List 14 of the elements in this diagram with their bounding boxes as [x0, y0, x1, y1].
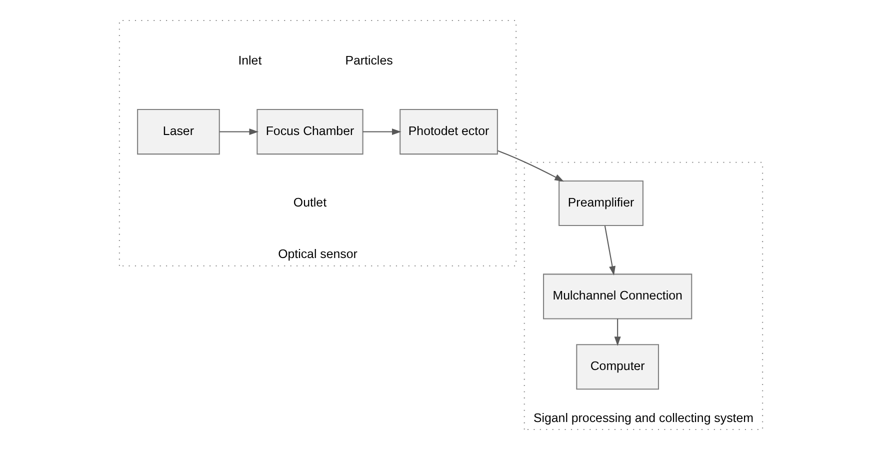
arrow	[614, 318, 621, 346]
node-box: Mulchannel Connection	[543, 274, 692, 320]
label: Particles	[345, 54, 393, 68]
arrow	[220, 128, 259, 136]
node-box: Focus Chamber	[256, 109, 364, 155]
node-box: Photodet ector	[400, 109, 498, 155]
label: Inlet	[238, 54, 262, 68]
node-box: Computer	[576, 344, 659, 390]
arrow	[498, 150, 564, 182]
arrow	[362, 128, 402, 136]
label: Outlet	[293, 195, 327, 210]
arrow	[604, 226, 616, 276]
node-box: Preamplifier	[558, 180, 644, 226]
node-box: Laser	[137, 109, 220, 155]
